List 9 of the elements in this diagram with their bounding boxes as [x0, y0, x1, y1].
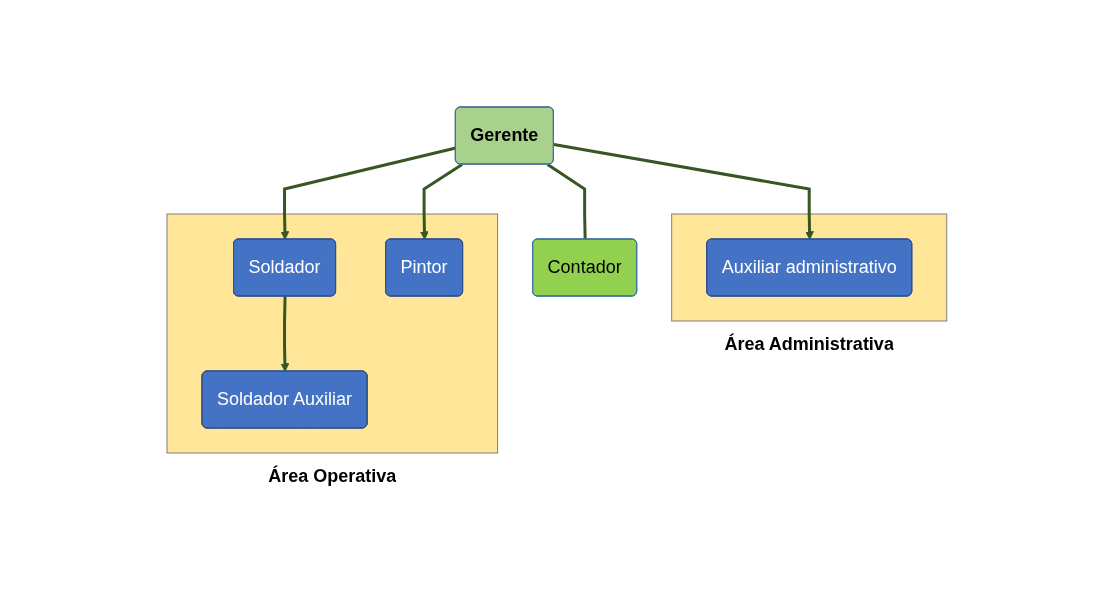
- arrow: [280, 145, 456, 240]
- cluster: [670, 213, 947, 321]
- arrow: [553, 142, 814, 240]
- node-label: Área Operativa: [267, 465, 396, 486]
- arrow: [419, 162, 463, 240]
- connector: [546, 162, 587, 240]
- node-label: Área Administrativa: [724, 333, 894, 354]
- cluster: [166, 213, 498, 453]
- arrow: [280, 295, 289, 372]
